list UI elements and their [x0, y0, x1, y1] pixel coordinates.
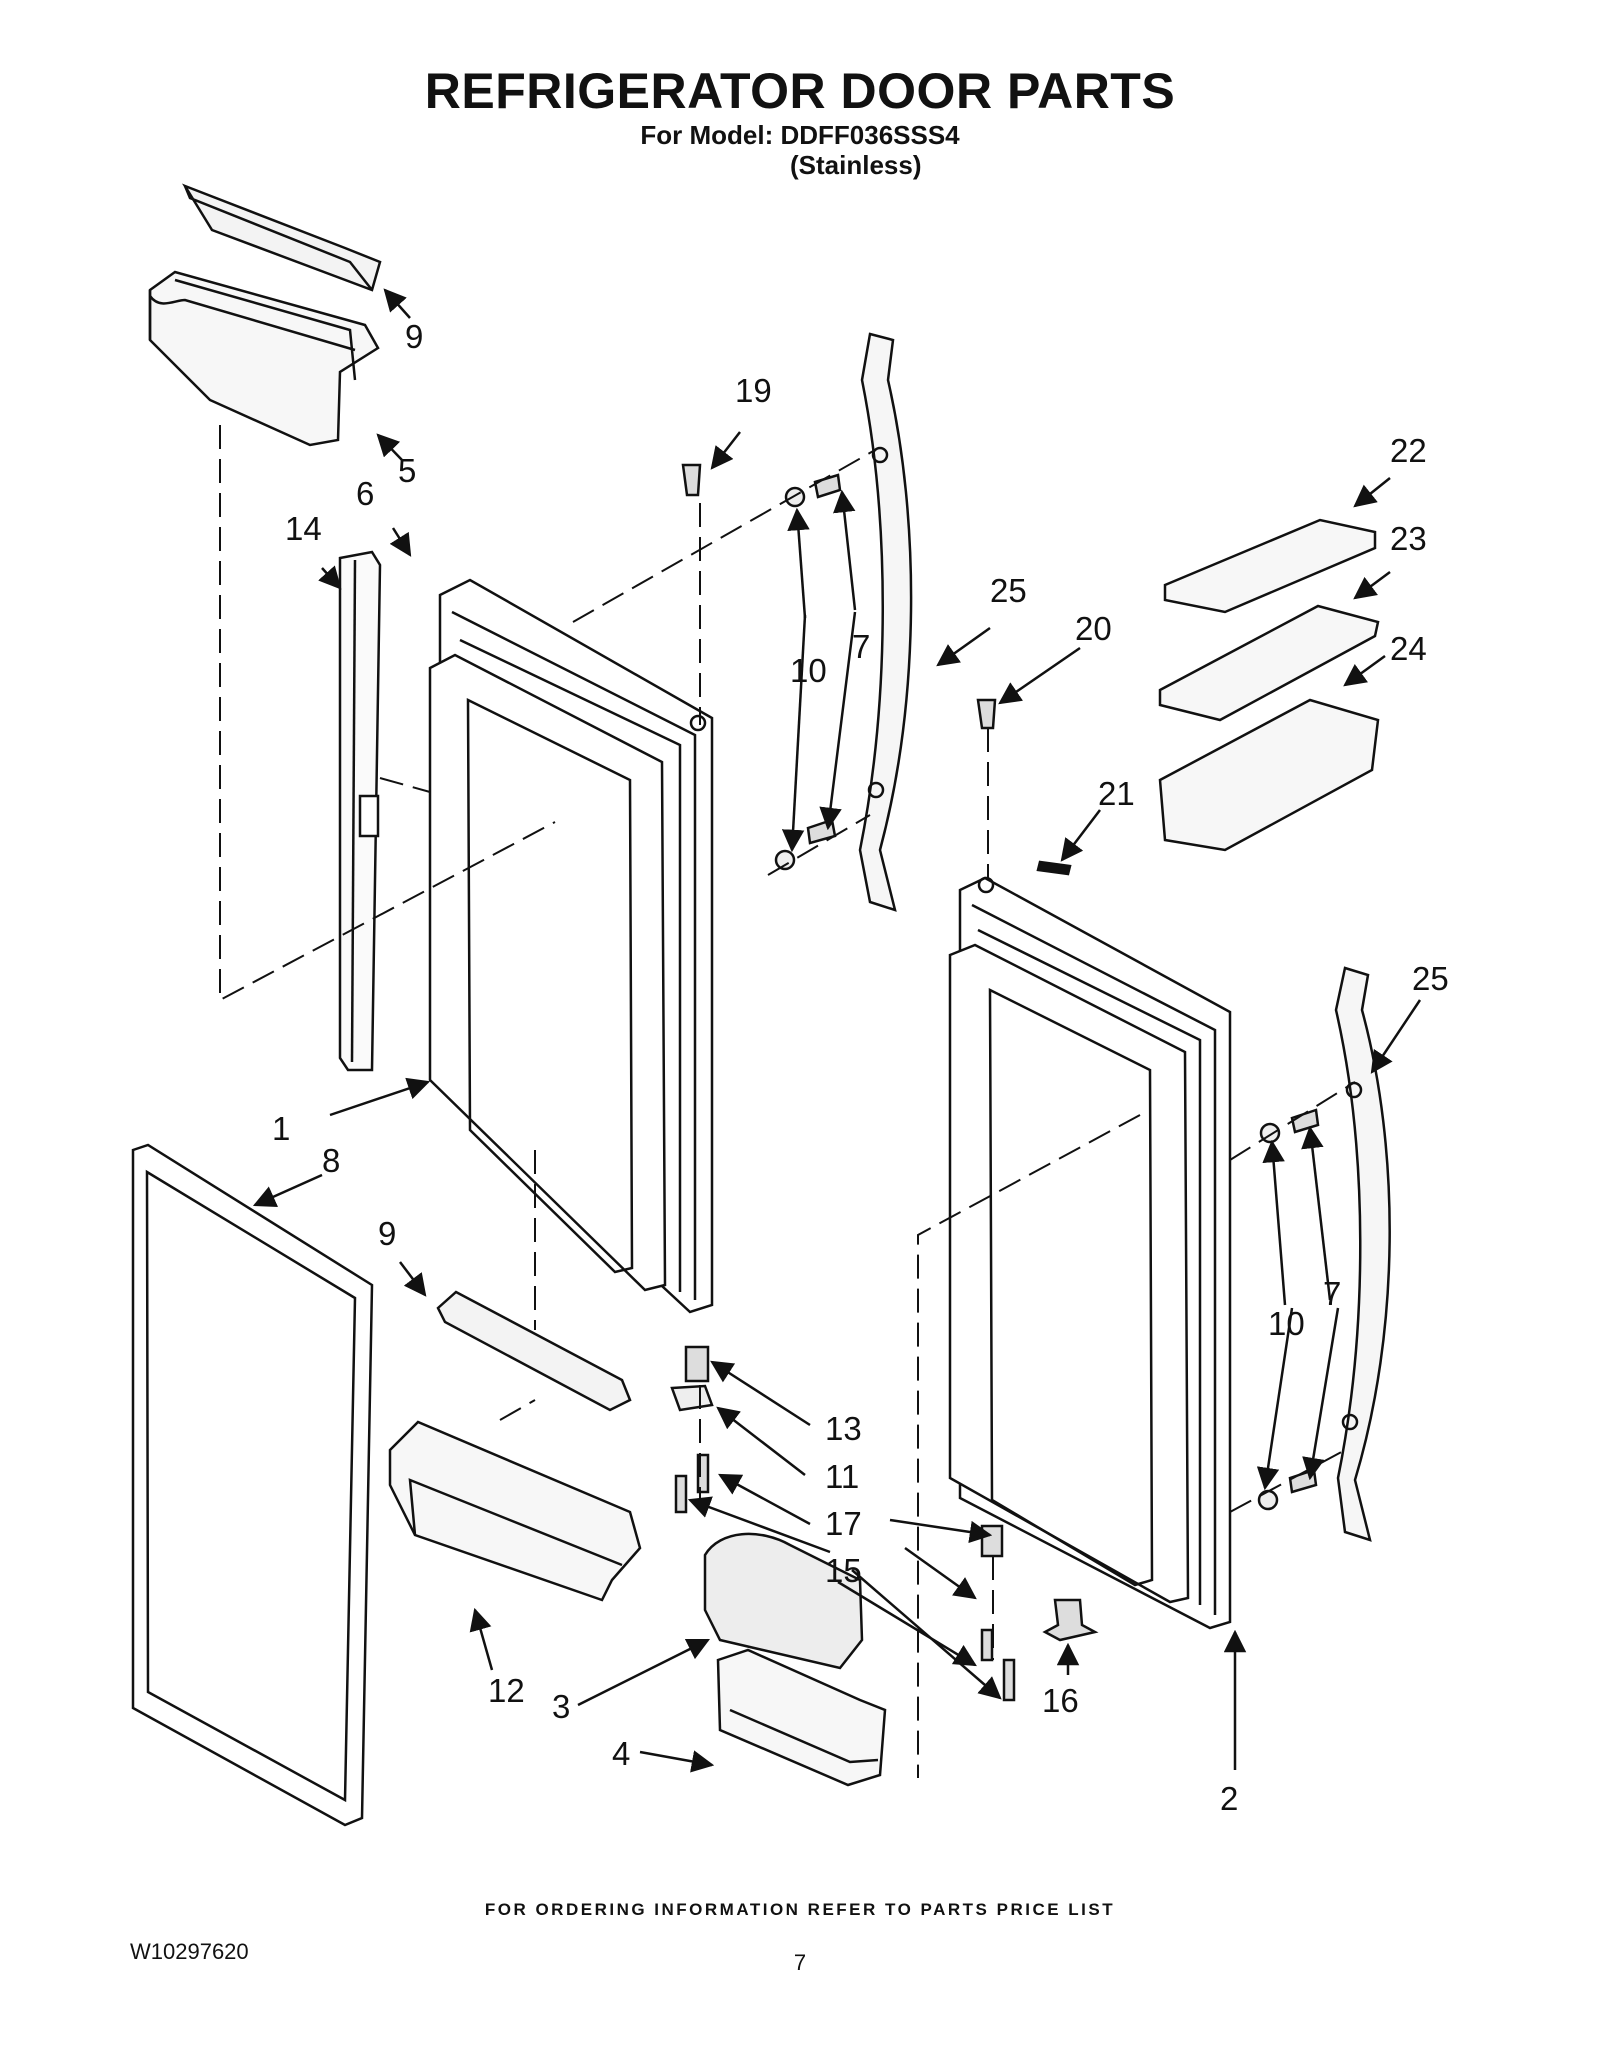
callout-10-lower: 10 — [1268, 1305, 1305, 1342]
part-10-7-handle-hardware-upper — [774, 473, 842, 871]
callout-21: 21 — [1098, 775, 1135, 812]
document-number: W10297620 — [130, 1939, 249, 1964]
callout-9-lower: 9 — [378, 1215, 396, 1252]
finish-line: (Stainless) — [790, 150, 922, 180]
part-1-left-door — [428, 578, 714, 1314]
callout-25-lower: 25 — [1412, 960, 1449, 997]
part-25-handle-upper — [858, 332, 913, 912]
callout-22: 22 — [1390, 432, 1427, 469]
callout-25-upper: 25 — [990, 572, 1027, 609]
part-4-dispenser-bin — [716, 1648, 887, 1787]
callout-20: 20 — [1075, 610, 1112, 647]
part-19-hinge-bushing — [681, 463, 702, 497]
part-3-dispenser-cover — [703, 1532, 864, 1670]
part-24-dairy-bin — [1158, 698, 1380, 852]
callout-6: 6 — [356, 475, 374, 512]
callout-2: 2 — [1220, 1780, 1238, 1817]
callout-1: 1 — [272, 1110, 290, 1147]
page-title: REFRIGERATOR DOOR PARTS — [424, 63, 1176, 119]
callout-7-lower: 7 — [1323, 1275, 1341, 1312]
part-15-screws — [674, 1453, 1016, 1702]
callout-7-upper: 7 — [852, 628, 870, 665]
assembly-lines — [219, 425, 1356, 1778]
leader-arrows — [252, 288, 1422, 1773]
callout-12: 12 — [488, 1672, 525, 1709]
part-8-door-gasket — [131, 1143, 374, 1827]
callout-14: 14 — [285, 510, 322, 547]
callout-8: 8 — [322, 1142, 340, 1179]
page-number: 7 — [793, 1950, 807, 1975]
callout-4: 4 — [612, 1735, 630, 1772]
part-5-door-bin — [148, 270, 380, 447]
callout-24: 24 — [1390, 630, 1427, 667]
part-12-door-bin-lower — [388, 1420, 642, 1602]
part-11-hinge-pin — [980, 1524, 1004, 1558]
part-9-shelf-trim-lower — [436, 1290, 632, 1412]
part-14-door-dike — [338, 550, 382, 1072]
callout-13: 13 — [825, 1410, 862, 1447]
part-16-cam — [1042, 1598, 1099, 1642]
callout-3: 3 — [552, 1688, 570, 1725]
part-13-hinge-pin — [684, 1345, 710, 1383]
model-line: For Model: DDFF036SSS4 — [640, 120, 960, 150]
part-9-shelf-trim-top — [181, 183, 382, 292]
callout-11: 11 — [825, 1458, 859, 1495]
part-25-handle-lower — [1334, 966, 1391, 1542]
part-20-hinge-bushing — [976, 698, 997, 730]
callout-23: 23 — [1390, 520, 1427, 557]
callout-9-top: 9 — [405, 318, 423, 355]
part-22-egg-tray — [1163, 518, 1377, 614]
part-23-tray-cover — [1158, 604, 1380, 722]
part-21-label — [1036, 860, 1072, 876]
callout-10-upper: 10 — [790, 652, 827, 689]
callout-16: 16 — [1042, 1682, 1079, 1719]
callout-17: 17 — [825, 1505, 862, 1542]
callout-5: 5 — [398, 452, 416, 489]
part-2-right-door — [948, 876, 1232, 1630]
part-17-hinge-bracket — [670, 1384, 714, 1412]
ordering-note: FOR ORDERING INFORMATION REFER TO PARTS … — [484, 1900, 1116, 1919]
callout-19: 19 — [735, 372, 772, 409]
callout-15: 15 — [825, 1552, 862, 1589]
callout-labels: 9 5 6 14 19 7 10 25 22 23 24 20 21 1 8 9… — [272, 318, 1449, 1817]
